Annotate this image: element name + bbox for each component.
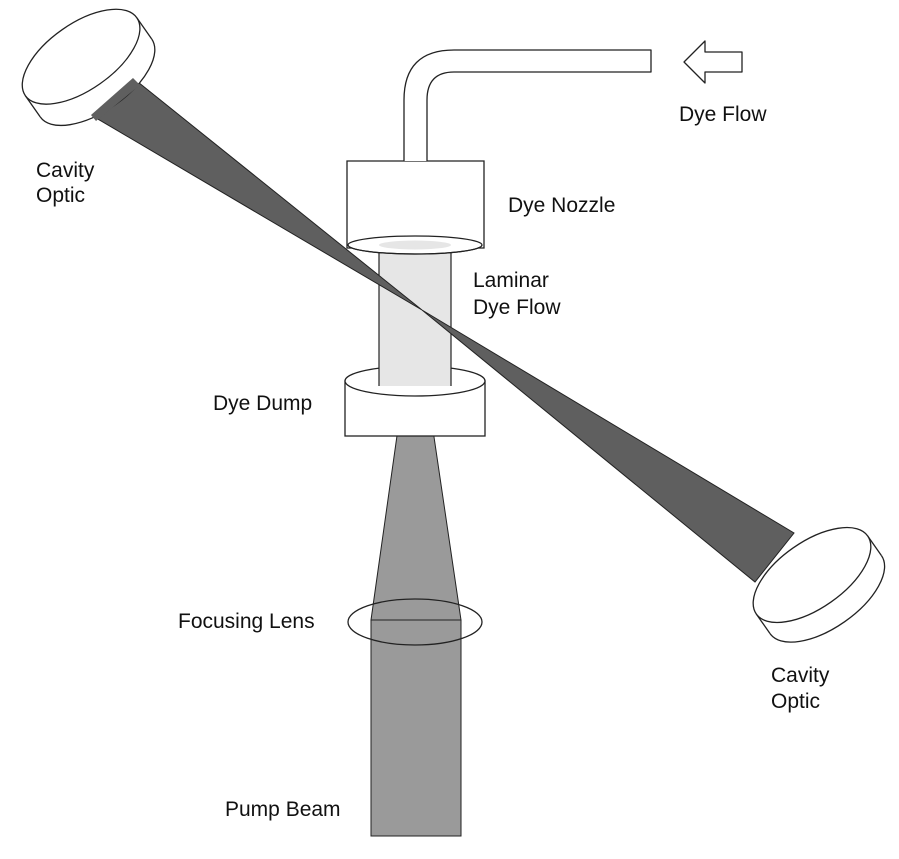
pump-beam-cone xyxy=(370,307,462,621)
cavity-beam-left-face xyxy=(91,78,140,121)
cavity-optic-right-label-line2: Optic xyxy=(771,690,820,713)
cavity-optic-left-label-line1: Cavity xyxy=(36,159,95,182)
laminar-dye-flow-label-line2: Dye Flow xyxy=(473,296,561,319)
cavity-beam xyxy=(90,77,795,583)
left-arrow-icon xyxy=(683,40,743,84)
cavity-optic-right xyxy=(752,526,886,643)
pump-beam-collimated xyxy=(370,619,462,837)
dye-dump-label: Dye Dump xyxy=(213,392,312,415)
laminar-column xyxy=(379,245,451,386)
pump-beam xyxy=(370,307,462,837)
focusing-lens-label: Focusing Lens xyxy=(178,610,315,633)
dye-nozzle-body xyxy=(346,160,485,249)
cavity-beam-right xyxy=(421,309,795,583)
cavity-optic-left-label-line2: Optic xyxy=(36,184,85,207)
dye-feed-pipe xyxy=(403,49,652,161)
dye-flow-label: Dye Flow xyxy=(679,103,767,126)
laminar-dye-flow xyxy=(347,235,483,386)
pump-beam-label: Pump Beam xyxy=(225,798,341,821)
cavity-optic-right-label-line1: Cavity xyxy=(771,664,830,687)
laminar-dye-flow-label-line1: Laminar xyxy=(473,269,549,292)
dye-nozzle-label: Dye Nozzle xyxy=(508,194,615,217)
cavity-optic-left xyxy=(21,8,156,127)
focusing-lens xyxy=(347,598,483,646)
